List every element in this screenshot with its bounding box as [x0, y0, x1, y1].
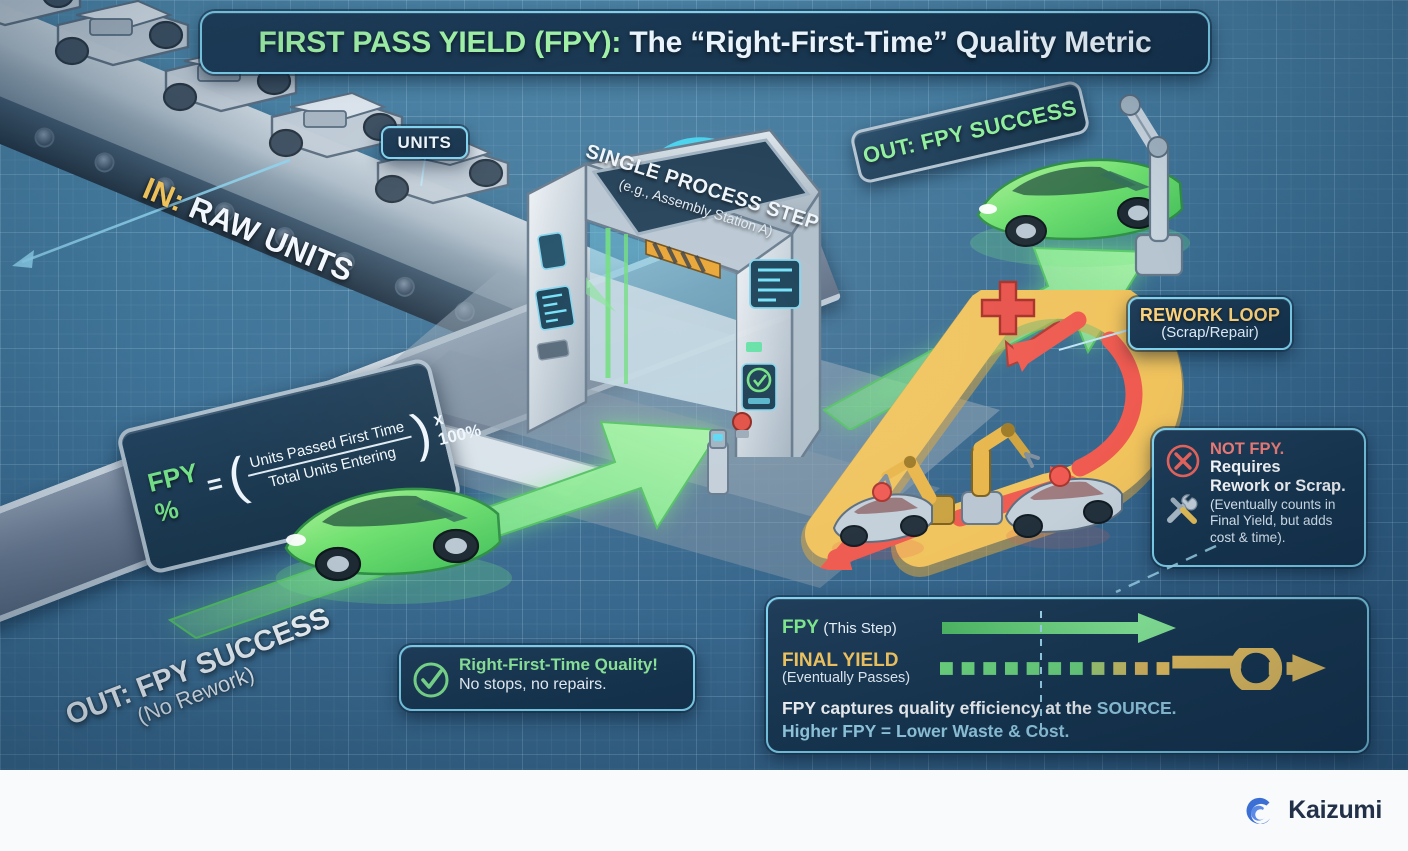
check-circle-icon: [413, 662, 449, 698]
rework-title: REWORK LOOP: [1140, 306, 1280, 325]
legend-final-label-group: FINAL YIELD (Eventually Passes): [782, 651, 940, 687]
scanner-post: [707, 429, 729, 495]
raw-unit: [0, 0, 82, 27]
legend-note-source: SOURCE.: [1097, 698, 1177, 718]
input-direction-arrow: [12, 158, 291, 268]
callout-right-first-time: Right-First-Time Quality! No stops, no r…: [399, 645, 695, 711]
legend-note-line2: Higher FPY = Lower Waste & Cost.: [782, 720, 1353, 743]
rft-line2: No stops, no repairs.: [459, 675, 685, 694]
robot-arm-rework-2: [961, 423, 1040, 525]
legend-note-line1: FPY captures quality efficiency at the S…: [782, 697, 1353, 720]
legend-final-yield-path: [939, 648, 1326, 690]
brand-name: Kaizumi: [1288, 796, 1382, 824]
legend-fpy-label: FPY: [782, 617, 819, 638]
notfpy-body-note: (Eventually counts in Final Yield, but a…: [1210, 497, 1354, 546]
legend-fpy-label-group: FPY (This Step): [782, 617, 942, 639]
defect-unit-car-1: [832, 482, 933, 560]
legend-note-mid: captures quality efficiency at the: [816, 698, 1097, 718]
legend-dashes: [939, 662, 1169, 675]
rft-line1: Right-First-Time Quality!: [459, 655, 685, 675]
legend-fpy-arrow: [942, 613, 1176, 643]
rework-sub: (Scrap/Repair): [1161, 325, 1259, 341]
defect-x-marker: [980, 280, 1036, 336]
title-panel: FIRST PASS YIELD (FPY): The “Right-First…: [200, 11, 1210, 74]
raw-unit-group: [0, 0, 510, 205]
legend-panel: FPY (This Step) FINAL YIELD (Eventu: [766, 597, 1369, 753]
rework-station-group: [832, 423, 1123, 560]
rework-loop-chip: REWORK LOOP (Scrap/Repair): [1128, 297, 1292, 350]
legend-final-label: FINAL YIELD: [782, 651, 940, 671]
page-title: FIRST PASS YIELD (FPY): The “Right-First…: [259, 26, 1152, 60]
kaizumi-spiral-logo-icon: [1246, 797, 1271, 824]
title-highlight: FIRST PASS YIELD (FPY):: [259, 26, 622, 59]
robot-arm-top: [1119, 94, 1184, 277]
units-label-chip: UNITS: [381, 126, 468, 159]
x-circle-icon: [1166, 444, 1200, 478]
notfpy-heading: NOT FPY.: [1210, 440, 1354, 458]
units-label: UNITS: [398, 133, 452, 153]
footer-bar: Kaizumi: [0, 770, 1408, 851]
process-station-gate: [520, 112, 850, 507]
good-unit-car-bottom: [276, 487, 512, 604]
notfpy-leader-dashes: [1115, 544, 1217, 594]
legend-final-sub: (Eventually Passes): [782, 670, 940, 687]
defect-unit-car-2: [1004, 465, 1123, 549]
legend-divider-dashed: [1040, 611, 1042, 729]
callout-not-fpy: NOT FPY. Requires Rework or Scrap. (Even…: [1152, 428, 1366, 567]
notfpy-body-bold: Requires Rework or Scrap.: [1210, 458, 1354, 496]
illustration-canvas: IN: RAW UNITS UNITS OUT: FPY SUCCESS (No…: [0, 0, 1408, 770]
legend-note-fpy: FPY: [782, 698, 816, 718]
title-rest: The “Right-First-Time” Quality Metric: [621, 26, 1151, 59]
legend-fpy-sub: (This Step): [823, 620, 896, 637]
vignette-overlay: [0, 0, 1408, 770]
brand-logo: Kaizumi: [1239, 792, 1382, 830]
wrench-screwdriver-icon: [1167, 494, 1198, 524]
